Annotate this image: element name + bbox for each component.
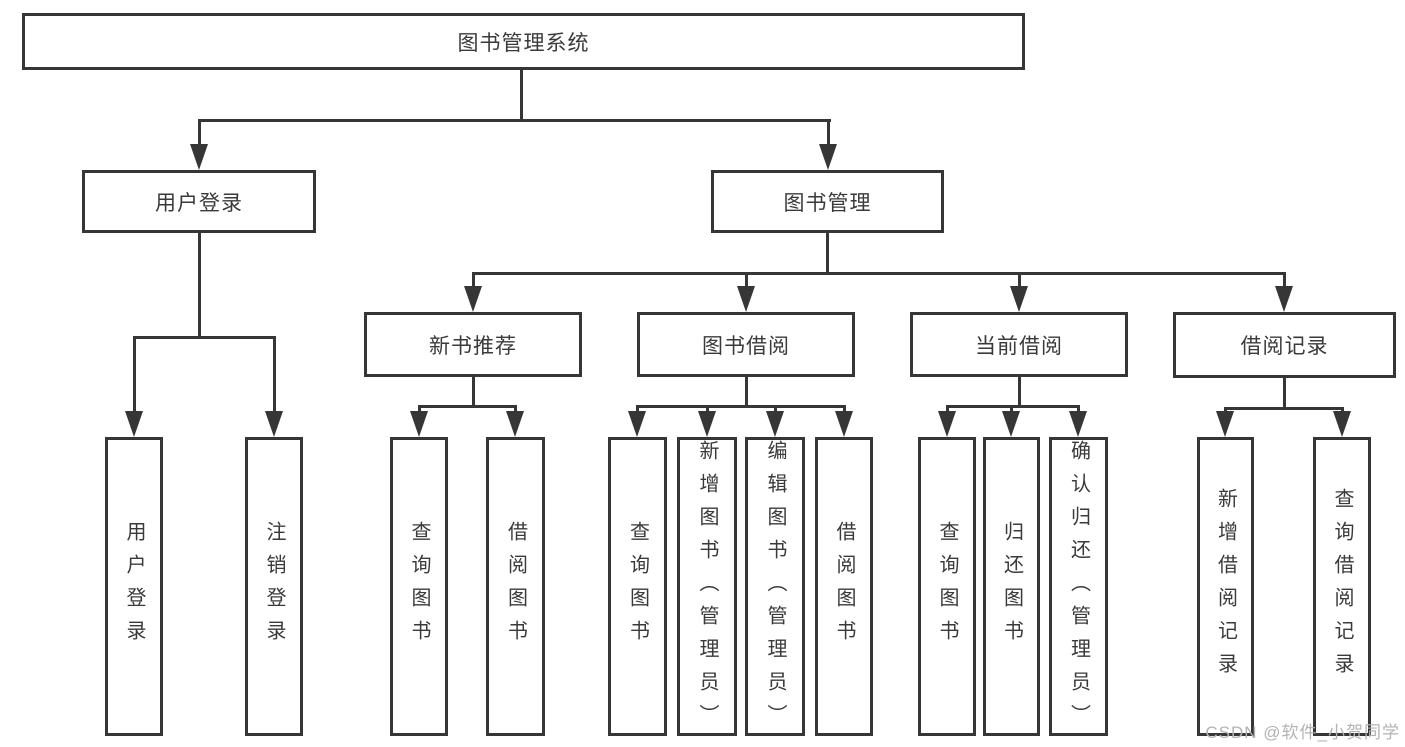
leaf-edit-books-admin: 编辑图书（管理员） [745,437,805,737]
arrow-down-icon [410,411,428,437]
arrow-down-icon [698,411,716,437]
csdn-watermark: CSDN @软件_小贺同学 [1205,723,1400,742]
connector-to-book-mgmt [827,119,830,149]
connector-bookmgmt-branch [472,272,1286,275]
leaf-borrow-books-2: 借阅图书 [815,437,873,736]
leaf-query-borrow-record-label: 查询借阅记录 [1331,487,1353,686]
connector-bookborrow-branch [636,405,846,408]
node-current-borrow-label: 当前借阅 [975,334,1063,358]
leaf-confirm-return-admin-label: 确认归还（管理员） [1067,440,1090,737]
connector-to-leaf-logout [273,336,276,414]
arrow-down-icon [938,411,956,437]
leaf-borrow-books-2-label: 借阅图书 [833,520,855,653]
arrow-down-icon [1069,411,1087,437]
node-book-borrow: 图书借阅 [637,312,855,377]
node-book-management-label: 图书管理 [783,191,872,215]
leaf-borrow-books-1: 借阅图书 [486,437,545,736]
node-new-book-recommend: 新书推荐 [364,312,582,377]
leaf-add-borrow-record: 新增借阅记录 [1197,437,1254,736]
node-book-borrow-label: 图书借阅 [702,334,790,358]
leaf-add-books-admin: 新增图书（管理员） [677,437,737,737]
arrow-down-icon [628,411,646,437]
connector-bookmgmt-stem [826,233,829,272]
leaf-add-books-admin-label: 新增图书（管理员） [696,440,718,737]
connector-currentborrow-branch [946,405,1080,408]
arrow-down-icon [1275,286,1293,312]
arrow-down-icon [1002,411,1020,437]
arrow-down-icon [1216,411,1234,437]
leaf-add-borrow-record-label: 新增借阅记录 [1214,487,1237,686]
node-user-login-label: 用户登录 [155,191,243,215]
leaf-confirm-return-admin: 确认归还（管理员） [1049,437,1108,737]
connector-borrowrecords-stem [1283,378,1286,407]
arrow-down-icon [506,411,524,437]
node-borrow-records-label: 借阅记录 [1240,335,1329,358]
node-borrow-records: 借阅记录 [1173,312,1396,378]
connector-userlogin-stem [198,233,201,336]
arrow-down-icon [125,411,143,437]
connector-root-branch [198,119,831,122]
leaf-query-books-3-label: 查询图书 [936,520,958,653]
connector-to-leaf-login [133,336,136,414]
leaf-return-books-label: 归还图书 [1000,520,1023,653]
leaf-query-books-1: 查询图书 [390,437,448,736]
leaf-query-books-2: 查询图书 [608,437,667,736]
node-root-label: 图书管理系统 [457,31,590,55]
connector-bookborrow-stem [745,377,748,405]
connector-to-borrow-records [1283,272,1286,289]
leaf-user-login: 用户登录 [105,437,163,736]
connector-newbook-branch [418,405,517,408]
arrow-down-icon [1010,286,1028,312]
leaf-return-books: 归还图书 [983,437,1040,736]
leaf-logout-label: 注销登录 [263,520,285,653]
arrow-down-icon [835,411,853,437]
node-new-book-recommend-label: 新书推荐 [429,334,517,358]
connector-currentborrow-stem [1018,377,1021,405]
arrow-down-icon [190,144,208,170]
connector-to-current-borrow [1018,272,1021,289]
node-user-login: 用户登录 [82,170,316,233]
connector-borrowrecords-branch [1224,407,1344,410]
arrow-down-icon [737,286,755,312]
leaf-query-books-1-label: 查询图书 [408,520,430,653]
leaf-borrow-books-1-label: 借阅图书 [504,520,527,653]
leaf-query-borrow-record: 查询借阅记录 [1313,437,1371,736]
leaf-logout: 注销登录 [245,437,303,736]
node-book-management: 图书管理 [711,170,944,233]
node-current-borrow: 当前借阅 [910,312,1128,377]
leaf-edit-books-admin-label: 编辑图书（管理员） [764,440,786,737]
connector-to-new-book [472,272,475,289]
connector-root-stem [520,70,523,120]
arrow-down-icon [766,411,784,437]
leaf-user-login-label: 用户登录 [123,520,145,653]
arrow-down-icon [265,411,283,437]
connector-newbook-stem [472,377,475,405]
arrow-down-icon [819,144,837,170]
arrow-down-icon [464,286,482,312]
connector-userlogin-branch [133,336,276,339]
arrow-down-icon [1333,411,1351,437]
connector-to-book-borrow [745,272,748,289]
node-root: 图书管理系统 [22,13,1025,70]
connector-to-user-login [198,119,201,149]
leaf-query-books-2-label: 查询图书 [626,520,649,653]
leaf-query-books-3: 查询图书 [918,437,976,736]
